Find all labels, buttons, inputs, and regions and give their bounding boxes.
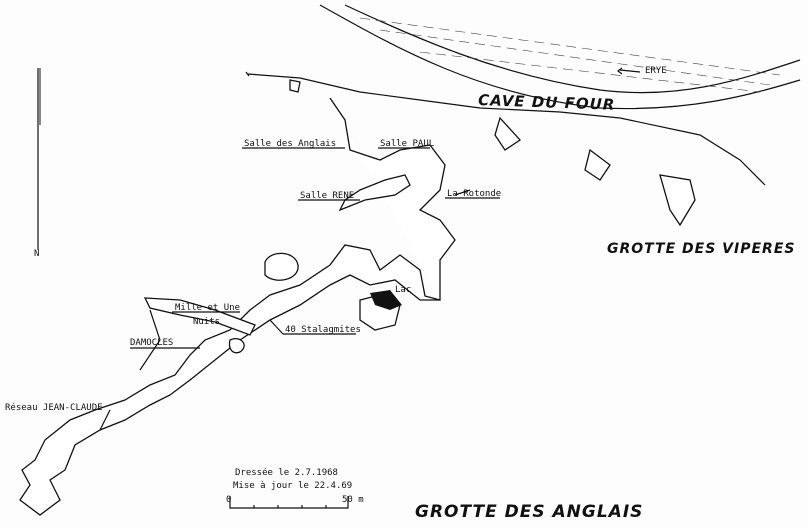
label-lac: Lac [395, 285, 411, 295]
scale-end: 50 m [342, 495, 364, 505]
river [319, 4, 801, 110]
label-salle-anglais: Salle des Anglais [244, 139, 336, 149]
scale-bar: 0 50 m [226, 495, 364, 509]
label-rotonde: La Rotonde [447, 189, 501, 199]
label-salle-rene: Salle RENE [300, 191, 354, 201]
label-stalagmites: 40 Stalagmites [285, 325, 361, 335]
update-date: Mise à jour le 22.4.69 [233, 481, 352, 491]
scale-start: 0 [226, 495, 231, 505]
label-reseau: Réseau JEAN-CLAUDE [5, 402, 103, 413]
map-title: GROTTE DES ANGLAIS [415, 502, 643, 522]
cave-passages [19, 67, 696, 516]
label-damocles: DAMOCLES [130, 338, 173, 348]
label-salle-paul: Salle PAUL [380, 139, 434, 149]
label-cave-du-four: CAVE DU FOUR [478, 91, 616, 114]
north-label: N [34, 249, 39, 259]
label-leaders [130, 147, 500, 349]
cliff-line [247, 73, 766, 186]
label-mille-et-une: Mille et Une [175, 303, 240, 313]
label-grotte-viperes: GROTTE DES VIPERES [607, 241, 795, 257]
drawn-date: Dressée le 2.7.1968 [235, 467, 338, 478]
label-nuits: Nuits [193, 317, 220, 327]
north-arrow: N [34, 68, 41, 259]
label-river: ERYE [645, 66, 667, 76]
